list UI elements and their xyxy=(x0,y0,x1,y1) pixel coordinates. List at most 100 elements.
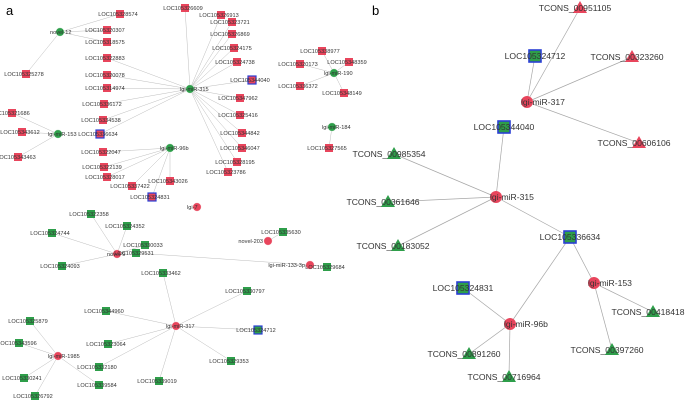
edge xyxy=(107,325,177,345)
edge xyxy=(299,63,335,74)
node-label: LOC105336634 xyxy=(78,132,118,138)
node-label: TCONS_00183052 xyxy=(356,241,429,251)
edge xyxy=(51,232,118,255)
gene-node xyxy=(247,75,257,85)
gene-node xyxy=(238,129,246,137)
node-label: LOC105343596 xyxy=(0,341,37,347)
node-label: LOC105323721 xyxy=(210,20,250,26)
node-label: novel-9 xyxy=(107,252,125,258)
edge xyxy=(34,355,59,397)
gene-node xyxy=(100,163,108,171)
node-label: LOC105344040 xyxy=(230,78,270,84)
edge xyxy=(526,101,640,144)
node-label: LOC105344040 xyxy=(474,122,535,132)
edge xyxy=(116,225,128,255)
lncrna-node xyxy=(502,370,516,382)
node-label: lgi-miR-317 xyxy=(521,97,565,107)
mirna-node xyxy=(490,191,502,203)
node-label: LOC105346047 xyxy=(220,146,260,152)
node-label: LOC105329531 xyxy=(114,251,154,257)
node-label: LOC105320078 xyxy=(85,73,125,79)
node-label: TCONS_00606106 xyxy=(597,138,670,148)
edge xyxy=(462,287,511,325)
node-label: LOC105320173 xyxy=(278,62,318,68)
edge xyxy=(189,21,233,90)
edge xyxy=(59,29,108,33)
node-label: lgi-miR-315 xyxy=(180,87,209,93)
lncrna-node xyxy=(625,50,639,62)
node-label: LOC105322883 xyxy=(85,56,125,62)
edge xyxy=(158,325,177,382)
gene-node xyxy=(8,109,16,117)
gene-node xyxy=(141,241,149,249)
gene-node xyxy=(230,44,238,52)
node-label: LOC105348149 xyxy=(322,91,362,97)
gene-node xyxy=(31,392,39,400)
mirna-node xyxy=(171,321,181,331)
gene-node xyxy=(233,158,241,166)
edge xyxy=(175,290,248,327)
edge xyxy=(189,88,243,134)
node-label: lgi-7 xyxy=(187,205,198,211)
node-label: LOC105324738 xyxy=(215,60,255,66)
edge xyxy=(526,55,536,103)
node-label: lgi-miR-317 xyxy=(166,324,195,330)
edge xyxy=(175,325,259,331)
node-label: LOC105322047 xyxy=(81,150,121,156)
edge xyxy=(105,310,177,327)
edge xyxy=(106,147,171,178)
edge xyxy=(508,323,511,378)
edge xyxy=(59,31,108,43)
edge xyxy=(106,74,191,90)
gene-node xyxy=(95,363,103,371)
mirna-node xyxy=(329,68,339,78)
node-label: lgi-miR-1985 xyxy=(48,354,80,360)
edge xyxy=(593,282,654,313)
node-label: lgi-miR-315 xyxy=(490,192,534,202)
node-label: LOC105330797 xyxy=(225,289,265,295)
lncrna-node xyxy=(632,136,646,148)
mirna-node xyxy=(504,318,516,330)
gene-node xyxy=(99,116,107,124)
lncrna-node xyxy=(381,195,395,207)
node-label: TCONS_00397260 xyxy=(570,345,643,355)
node-label: LOC105336634 xyxy=(540,232,601,242)
panel-label-a: a xyxy=(6,3,14,18)
node-label: LOC105323786 xyxy=(206,170,246,176)
node-label: lgi-miR-96b xyxy=(504,319,548,329)
mirna-node xyxy=(185,84,195,94)
edge xyxy=(102,88,191,121)
gene-node xyxy=(95,381,103,389)
node-label: lgi-miR-96b xyxy=(160,146,189,152)
edge xyxy=(162,272,177,327)
mirna-node xyxy=(165,143,175,153)
edge xyxy=(189,88,241,116)
edge xyxy=(189,88,238,163)
mirna-node xyxy=(112,249,122,259)
node-label: LOC105318575 xyxy=(85,40,125,46)
node-label: LOC105325278 xyxy=(4,72,44,78)
edge xyxy=(189,88,241,99)
lncrna-node xyxy=(573,1,587,13)
node-label: LOC105343026 xyxy=(148,179,188,185)
gene-node xyxy=(563,230,577,244)
edge xyxy=(23,355,59,379)
node-label: LOC105330241 xyxy=(2,376,42,382)
gene-node xyxy=(228,18,236,26)
node-label: LOC105329684 xyxy=(305,265,345,271)
edge xyxy=(131,147,171,187)
node-label: LOC105336172 xyxy=(82,102,122,108)
edge xyxy=(29,320,59,357)
node-label: LOC105335630 xyxy=(261,230,301,236)
edge xyxy=(569,236,595,284)
edge xyxy=(189,14,222,90)
edge xyxy=(135,252,311,266)
node-label: LOC105348359 xyxy=(327,60,367,66)
gene-node xyxy=(345,58,353,66)
node-label: LOC105343463 xyxy=(0,155,36,161)
gene-node xyxy=(323,263,331,271)
node-label: lgi-miR-184 xyxy=(322,125,351,131)
edge xyxy=(103,88,191,105)
gene-node xyxy=(228,30,236,38)
gene-node xyxy=(296,82,304,90)
